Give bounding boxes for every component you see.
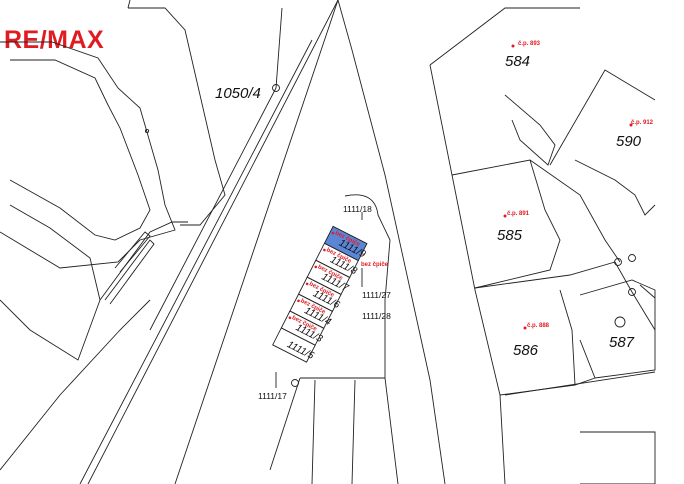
garage-marker xyxy=(323,248,326,252)
building-inner-left xyxy=(9,59,151,241)
survey-point xyxy=(272,84,280,92)
arrow-right xyxy=(639,284,656,299)
feature-circle xyxy=(614,316,626,328)
garage-marker xyxy=(297,299,300,303)
remax-logo: RE/MAX xyxy=(4,26,105,54)
survey-point xyxy=(291,379,299,387)
survey-point xyxy=(144,128,150,134)
parcel-590-outline xyxy=(549,69,656,166)
plot-top-right xyxy=(429,7,580,66)
parcel-590-inner xyxy=(574,159,656,216)
garage-marker xyxy=(305,282,309,286)
garage-marker xyxy=(288,316,292,320)
parcel-label-585: 585 xyxy=(497,227,523,244)
lower-right-boundary xyxy=(504,371,656,396)
parcel-label-1050-4: 1050/4 xyxy=(215,85,261,102)
road-side xyxy=(149,87,277,331)
road-center xyxy=(79,39,313,484)
garage-marker xyxy=(331,231,335,235)
garage-outline xyxy=(272,327,316,363)
survey-point xyxy=(628,254,636,262)
parcel-585-outline xyxy=(451,159,561,289)
road-right-edge xyxy=(174,0,339,484)
parcel-label-1111-28: 1111/28 xyxy=(362,311,391,321)
parcel-label-586: 586 xyxy=(513,342,539,359)
parcel-label-590: 590 xyxy=(616,133,642,150)
building-outline-left xyxy=(0,41,176,269)
garage-area-boundary xyxy=(344,194,399,484)
house-number-912: č.p. 912 xyxy=(631,120,654,126)
road-far-left xyxy=(0,299,151,471)
parcel-586-outline xyxy=(474,261,656,331)
house-number-891: č.p. 891 xyxy=(507,211,530,217)
parcel-584-inner xyxy=(504,94,556,166)
road-edge-1 xyxy=(275,7,283,89)
house-marker xyxy=(511,44,515,48)
house-marker xyxy=(503,214,507,218)
survey-point xyxy=(628,288,636,296)
house-number-893: č.p. 893 xyxy=(518,41,541,47)
top-boundary-1 xyxy=(128,7,226,226)
parcel-label-584: 584 xyxy=(505,53,530,70)
survey-point xyxy=(614,258,622,266)
parcel-label-1111-18: 1111/18 xyxy=(343,204,372,214)
lower-plot-b xyxy=(269,377,301,471)
lower-plot-d xyxy=(351,379,356,484)
lower-plot-c xyxy=(311,379,316,484)
ramp-a xyxy=(114,231,151,273)
parcel-label-587: 587 xyxy=(609,334,635,351)
house-marker xyxy=(629,123,633,127)
plot-boundary-right xyxy=(429,64,506,484)
garage-marker xyxy=(314,265,318,269)
parcel-585-inner xyxy=(529,159,621,263)
parcel-587-outline xyxy=(579,279,656,379)
parcel-586-mid xyxy=(559,289,576,386)
right-road-edge xyxy=(337,0,446,484)
parcel-label-1111-17: 1111/17 xyxy=(258,391,287,401)
house-label-extra: bez čpiče xyxy=(361,262,389,268)
parcel-586-bottom xyxy=(499,377,596,396)
road-left-edge xyxy=(87,0,339,484)
bottom-right-block xyxy=(580,431,656,484)
house-number-888: č.p. 888 xyxy=(527,323,550,329)
courtyard xyxy=(0,204,101,361)
top-boundary-2 xyxy=(127,0,131,9)
house-marker xyxy=(523,326,527,330)
ramp-b xyxy=(104,239,155,305)
parcel-label-1111-27: 1111/27 xyxy=(362,290,391,300)
